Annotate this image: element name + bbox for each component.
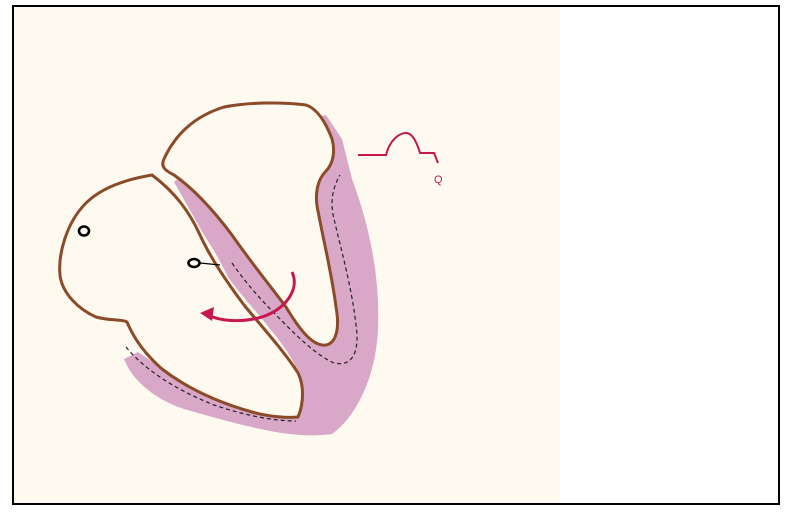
q-wave-label: Q <box>434 175 443 186</box>
diagram-frame: Q <box>12 5 780 505</box>
heart-diagram <box>14 7 780 505</box>
av-node-marker <box>189 259 200 267</box>
ecg-trace <box>358 133 438 163</box>
sa-node-marker <box>79 227 89 236</box>
